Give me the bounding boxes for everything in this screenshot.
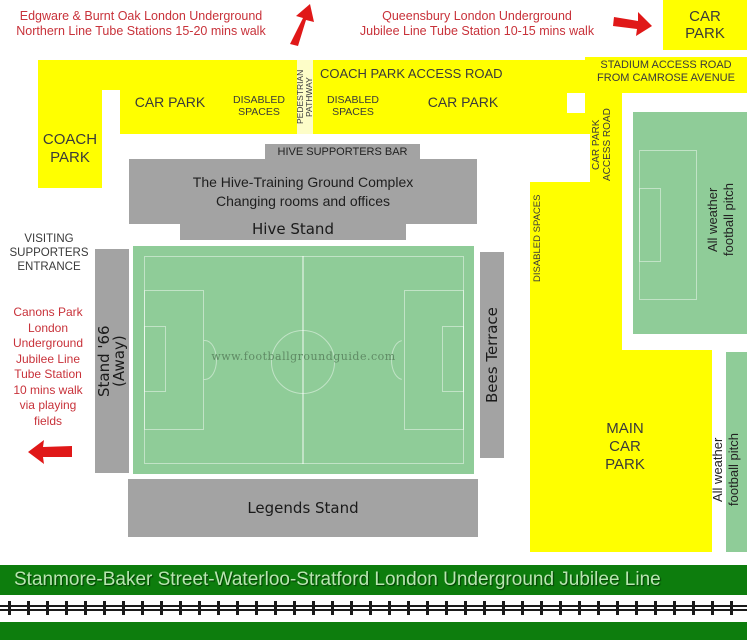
west-line4: Jubilee Line [15, 351, 81, 366]
all-weather-pitch-1 [633, 112, 747, 334]
car-park-top-right-line1: CAR [689, 8, 721, 25]
stand-66-label: Stand '66(Away) [95, 249, 129, 473]
disabled-right-line2: SPACES [332, 106, 374, 118]
penalty-box-right [404, 290, 464, 430]
east-directions-line2: Jubilee Line Tube Station 10-15 mins wal… [359, 24, 595, 38]
touchline [144, 256, 464, 464]
hive-stand: Hive Stand [180, 218, 406, 240]
goal-box-left [144, 326, 166, 392]
west-line5: Tube Station [14, 367, 82, 381]
coach-park-line2: PARK [50, 149, 90, 166]
west-line6: 10 mins walk [13, 382, 83, 397]
disabled-left-line1: DISABLED [233, 94, 285, 106]
disabled-left-line2: SPACES [238, 106, 280, 118]
car-park-access-road-label: CAR PARK ACCESS ROAD [591, 100, 621, 190]
east-directions-line1: Queensbury London Underground [382, 9, 572, 23]
disabled-spaces-vertical: DISABLED SPACES [532, 194, 543, 282]
hive-supporters-bar: HIVE SUPPORTERS BAR [265, 144, 420, 160]
west-line8: fields [33, 413, 62, 428]
car-park-gap [567, 93, 585, 113]
north-directions-line2: Northern Line Tube Stations 15-20 mins w… [16, 24, 266, 38]
west-line1: Canons Park [13, 305, 83, 319]
coach-park [38, 60, 102, 188]
main-car-park-line1: MAIN [606, 420, 644, 437]
north-directions-line1: Edgware & Burnt Oak London Underground [19, 9, 263, 23]
stadium-access-road-line2: FROM CAMROSE AVENUE [597, 72, 735, 84]
penalty-box-left [144, 290, 204, 430]
railway-band: Stanmore-Baker Street-Waterloo-Stratford… [0, 565, 747, 595]
all-weather-2-line2: football pitch [726, 433, 741, 507]
railway-track-icon [0, 598, 747, 618]
stadium-access-road-label: STADIUM ACCESS ROAD FROM CAMROSE AVENUE [585, 59, 747, 85]
east-directions: Queensbury London Underground Jubilee Li… [343, 9, 611, 39]
arrow-right-icon [613, 12, 652, 36]
all-weather-pitch-2-label: All weather football pitch [710, 420, 747, 520]
visiting-line1: VISITING [24, 233, 74, 245]
visiting-line2: SUPPORTERS [9, 247, 89, 259]
hive-training-complex: The Hive-Training Ground Complex Changin… [129, 159, 477, 224]
coach-park-label: COACH PARK [38, 131, 102, 167]
all-weather-pitch-1-label: All weather football pitch [705, 175, 745, 265]
west-line2: London [27, 320, 69, 335]
main-car-park-label: MAIN CAR PARK [580, 420, 670, 474]
stadium-access-road-line1: STADIUM ACCESS ROAD [600, 59, 732, 71]
main-pitch: www.footballgroundguide.com [133, 246, 474, 474]
all-weather-2-line1: All weather [710, 437, 725, 503]
all-weather-pitch-2 [726, 352, 747, 552]
stadium-access-road-area [585, 57, 747, 93]
centre-circle [271, 330, 335, 394]
car-park-access-road-line2: ACCESS ROAD [602, 108, 613, 182]
west-line7: via playing [19, 398, 77, 412]
coach-park-line1: COACH [42, 131, 98, 148]
main-car-park-line2: CAR [609, 438, 641, 455]
disabled-right-line1: DISABLED [327, 94, 379, 106]
visiting-supporters-entrance: VISITING SUPPORTERS ENTRANCE [2, 232, 96, 274]
complex-line2: Changing rooms and offices [215, 193, 391, 209]
stand-66-line2: (Away) [110, 335, 128, 387]
pedestrian-pathway-label: PEDESTRIAN PATHWAY [295, 62, 314, 132]
car-park-right-label: CAR PARK [427, 94, 499, 110]
bees-terrace-label: Bees Terrace [483, 307, 501, 403]
arrow-left-icon [28, 440, 72, 464]
main-car-park-line3: PARK [605, 456, 645, 473]
north-directions: Edgware & Burnt Oak London Underground N… [2, 9, 280, 39]
stand-66-away [95, 249, 129, 473]
visiting-line3: ENTRANCE [17, 261, 81, 273]
railway-band-bottom [0, 622, 747, 640]
main-car-park [530, 350, 712, 552]
bees-terrace [480, 252, 504, 458]
pedestrian-pathway [297, 60, 313, 134]
car-park-row [120, 88, 617, 134]
coach-park-access-road-label: COACH PARK ACCESS ROAD [320, 66, 503, 81]
complex-line1: The Hive-Training Ground Complex [192, 174, 414, 190]
penalty-box-line [639, 150, 697, 300]
legends-stand: Legends Stand [128, 479, 478, 537]
all-weather-1-line1: All weather [705, 187, 720, 253]
car-park-access-road-line1: CAR PARK [591, 119, 602, 171]
watermark: www.footballgroundguide.com [211, 350, 396, 363]
car-park-left-label: CAR PARK [134, 94, 206, 110]
west-line3: Underground [12, 336, 84, 350]
pedestrian-label-line2: PATHWAY [304, 77, 314, 117]
goal-box-line [639, 188, 661, 262]
disabled-spaces-right: DISABLED SPACES [320, 94, 386, 118]
goal-box-right [442, 326, 464, 392]
car-park-top-right: CAR PARK [663, 0, 747, 50]
arrow-up-right-icon [290, 4, 314, 46]
railway-label: Stanmore-Baker Street-Waterloo-Stratford… [14, 569, 661, 590]
disabled-spaces-left: DISABLED SPACES [226, 94, 292, 118]
car-park-top-right-line2: PARK [685, 25, 725, 42]
west-directions: Canons Park London Underground Jubilee L… [2, 305, 94, 429]
all-weather-1-line2: football pitch [721, 183, 736, 257]
